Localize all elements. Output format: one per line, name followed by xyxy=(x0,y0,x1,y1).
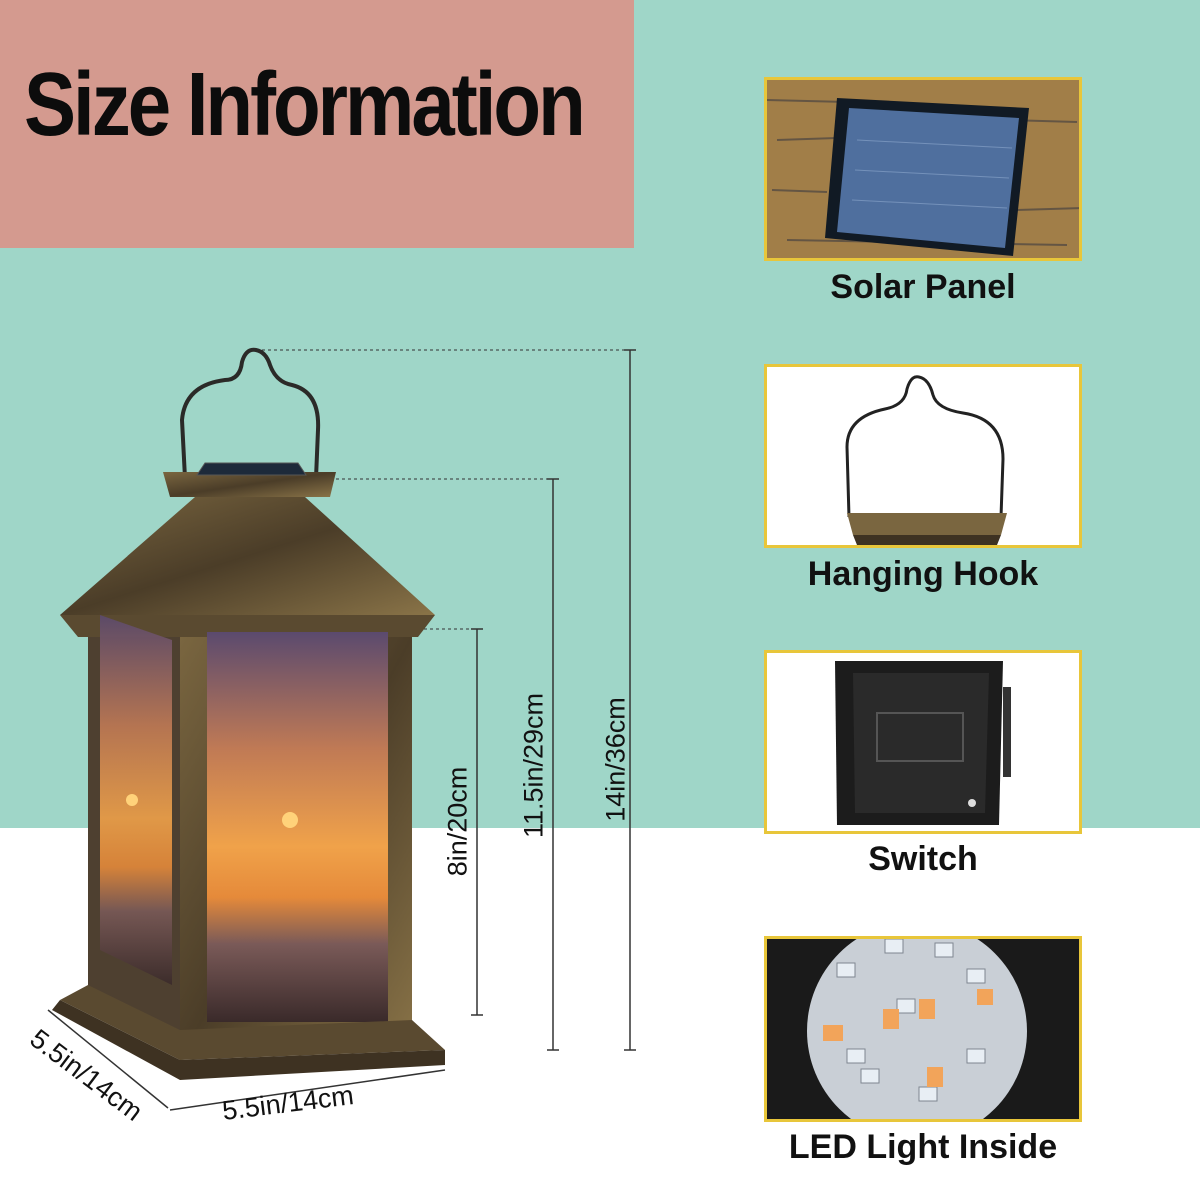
lantern-cap xyxy=(163,472,336,497)
title-banner: Size Information xyxy=(0,0,634,248)
hanging-hook-photo xyxy=(764,364,1082,548)
hook-icon xyxy=(845,375,1007,545)
lantern-base xyxy=(52,1000,445,1080)
hanging-hook-caption: Hanging Hook xyxy=(807,555,1039,593)
solar-panel-photo xyxy=(764,77,1082,261)
lantern-illustration xyxy=(47,347,636,1111)
front-glass-pane xyxy=(207,632,388,1022)
lantern-roof xyxy=(60,497,435,615)
led-light-photo xyxy=(764,936,1082,1122)
switch-icon xyxy=(835,661,1011,825)
page-title: Size Information xyxy=(24,53,586,155)
body-height-dimension: 11.5in/29cm xyxy=(518,692,549,839)
led-board-icon xyxy=(807,939,1027,1119)
led-light-caption: LED Light Inside xyxy=(788,1128,1058,1166)
glass-height-dimension: 8in/20cm xyxy=(442,766,473,877)
solar-panel-caption: Solar Panel xyxy=(830,268,1016,306)
total-height-dimension: 14in/36cm xyxy=(600,697,631,822)
solar-panel-icon xyxy=(767,80,1079,258)
guide-lines xyxy=(250,349,630,630)
switch-caption: Switch xyxy=(868,840,978,878)
handle-icon xyxy=(179,347,321,479)
dimension-lines xyxy=(47,349,636,1111)
switch-photo xyxy=(764,650,1082,834)
